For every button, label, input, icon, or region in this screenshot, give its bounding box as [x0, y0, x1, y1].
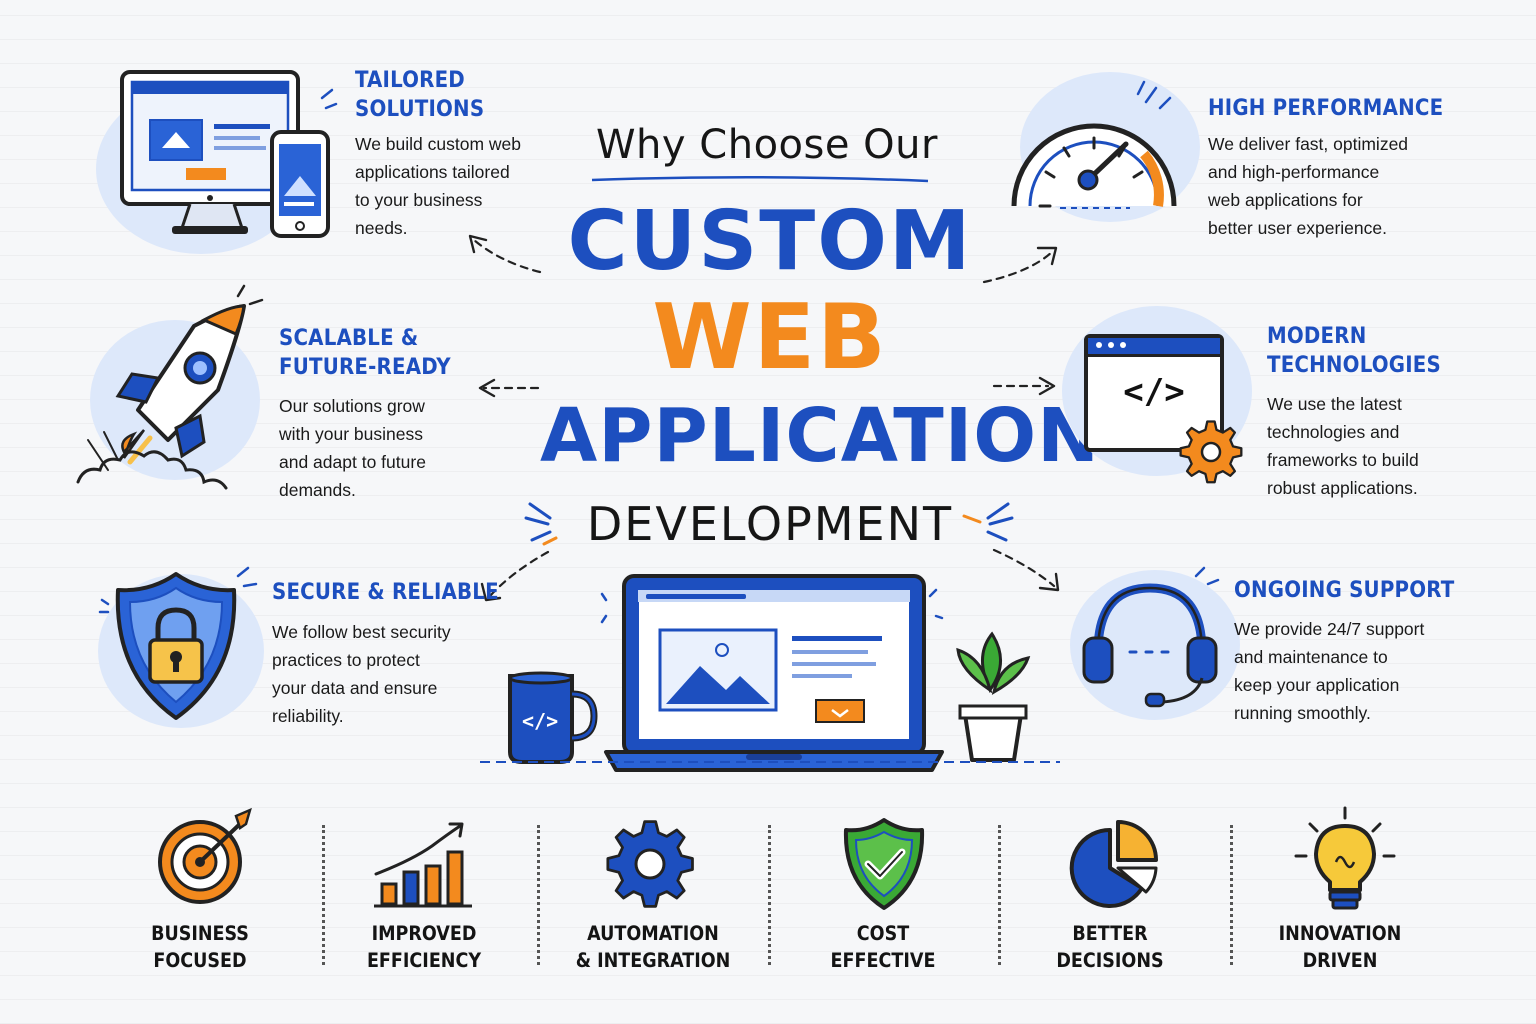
benefit-label-line: COST: [856, 922, 910, 945]
modern-desc-line: robust applications.: [1267, 478, 1418, 498]
tailored-desc-line: applications tailored: [355, 162, 510, 182]
modern-desc-line: We use the latest: [1267, 394, 1402, 414]
performance-desc: We deliver fast, optimized and high-perf…: [1208, 130, 1408, 242]
benefit-label: INNOVATION DRIVEN: [1250, 920, 1430, 974]
rocket-icon: [76, 284, 264, 490]
plant-icon: [956, 631, 1031, 762]
benefit-label-line: EFFECTIVE: [830, 949, 936, 972]
benefit-label-line: DRIVEN: [1302, 949, 1378, 972]
benefit-label-line: IMPROVED: [371, 922, 477, 945]
heading-development: DEVELOPMENT: [586, 497, 954, 551]
support-desc-line: running smoothly.: [1234, 703, 1371, 723]
bar-growth-icon: [374, 822, 472, 908]
scalable-desc-line: Our solutions grow: [279, 396, 425, 416]
shield-lock-icon: [98, 566, 258, 720]
secure-desc-line: reliability.: [272, 706, 344, 726]
benefit-label-line: BETTER: [1072, 922, 1148, 945]
benefit-label-line: FOCUSED: [153, 949, 247, 972]
modern-title-line-2: TECHNOLOGIES: [1267, 353, 1441, 378]
support-desc: We provide 24/7 support and maintenance …: [1234, 615, 1424, 727]
tailored-desc-line: We build custom web: [355, 134, 522, 154]
performance-desc-line: better user experience.: [1208, 218, 1387, 238]
scalable-desc-line: with your business: [279, 424, 423, 444]
lightbulb-icon: [1294, 806, 1396, 910]
support-desc-line: keep your application: [1234, 675, 1400, 695]
scalable-title-line-2: FUTURE-READY: [279, 355, 451, 380]
scalable-desc-line: demands.: [279, 480, 356, 500]
scalable-desc-line: and adapt to future: [279, 452, 426, 472]
support-title-line-1: ONGOING SUPPORT: [1234, 578, 1455, 603]
heading-underline: [591, 175, 929, 183]
modern-desc-line: frameworks to build: [1267, 450, 1419, 470]
benefit-separator: [537, 825, 540, 965]
speedometer-icon: [1011, 80, 1177, 209]
benefit-label: BETTER DECISIONS: [1020, 920, 1200, 974]
support-desc-line: and maintenance to: [1234, 647, 1388, 667]
secure-title: SECURE & RELIABLE: [272, 578, 499, 607]
sparkle-left-icon: [524, 502, 558, 546]
benefit-separator: [1230, 825, 1233, 965]
benefit-label: AUTOMATION & INTEGRATION: [553, 920, 753, 974]
benefit-label-line: AUTOMATION: [587, 922, 719, 945]
shield-check-icon: [843, 818, 925, 910]
performance-title-line-1: HIGH PERFORMANCE: [1208, 96, 1444, 121]
benefit-label: BUSINESS FOCUSED: [110, 920, 290, 974]
benefit-separator: [768, 825, 771, 965]
scalable-title-line-1: SCALABLE &: [279, 326, 419, 351]
laptop-scene: </>: [480, 574, 1060, 772]
modern-title: MODERN TECHNOLOGIES: [1267, 322, 1441, 380]
tailored-desc-line: to your business: [355, 190, 483, 210]
gear-icon: [606, 820, 694, 908]
benefit-label: COST EFFECTIVE: [793, 920, 973, 974]
secure-desc: We follow best security practices to pro…: [272, 618, 451, 730]
secure-desc-line: We follow best security: [272, 622, 451, 642]
performance-desc-line: web applications for: [1208, 190, 1363, 210]
heading-web: WEB: [652, 285, 888, 390]
secure-title-line-1: SECURE & RELIABLE: [272, 580, 499, 605]
benefit-separator: [998, 825, 1001, 965]
sparkle-right-icon: [962, 502, 1014, 542]
support-desc-line: We provide 24/7 support: [1234, 619, 1425, 639]
desktop-mobile-icon: [120, 70, 338, 238]
benefit-label-line: & INTEGRATION: [575, 949, 731, 972]
gear-small-icon: [1179, 420, 1243, 484]
performance-desc-line: We deliver fast, optimized: [1208, 134, 1409, 154]
heading-why: Why Choose Our: [596, 122, 938, 168]
performance-title: HIGH PERFORMANCE: [1208, 94, 1443, 123]
pie-chart-icon: [1069, 820, 1158, 908]
benefit-label-line: DECISIONS: [1056, 949, 1164, 972]
scalable-title: SCALABLE & FUTURE-READY: [279, 324, 451, 382]
tailored-title-line-2: SOLUTIONS: [355, 97, 485, 122]
benefit-label-line: INNOVATION: [1278, 922, 1402, 945]
tailored-desc-line: needs.: [355, 218, 408, 238]
tailored-desc: We build custom web applications tailore…: [355, 130, 521, 242]
tailored-title-line-1: TAILORED: [355, 68, 465, 93]
secure-desc-line: practices to protect: [272, 650, 420, 670]
benefit-separator: [322, 825, 325, 965]
headset-icon: [1082, 566, 1220, 708]
target-icon: [158, 807, 252, 904]
support-title: ONGOING SUPPORT: [1234, 576, 1454, 605]
tailored-title: TAILORED SOLUTIONS: [355, 66, 484, 124]
mug-icon: </>: [508, 671, 598, 764]
secure-desc-line: your data and ensure: [272, 678, 438, 698]
laptop-icon: [604, 574, 944, 772]
code-symbol: </>: [1123, 372, 1185, 412]
svg-text:</>: </>: [522, 709, 558, 733]
modern-desc: We use the latest technologies and frame…: [1267, 390, 1419, 502]
heading-custom: CUSTOM: [567, 194, 973, 289]
benefit-label: IMPROVED EFFICIENCY: [334, 920, 514, 974]
modern-title-line-1: MODERN: [1267, 324, 1367, 349]
benefit-label-line: BUSINESS: [151, 922, 249, 945]
performance-desc-line: and high-performance: [1208, 162, 1380, 182]
scalable-desc: Our solutions grow with your business an…: [279, 392, 426, 504]
modern-desc-line: technologies and: [1267, 422, 1400, 442]
benefit-label-line: EFFICIENCY: [366, 949, 482, 972]
